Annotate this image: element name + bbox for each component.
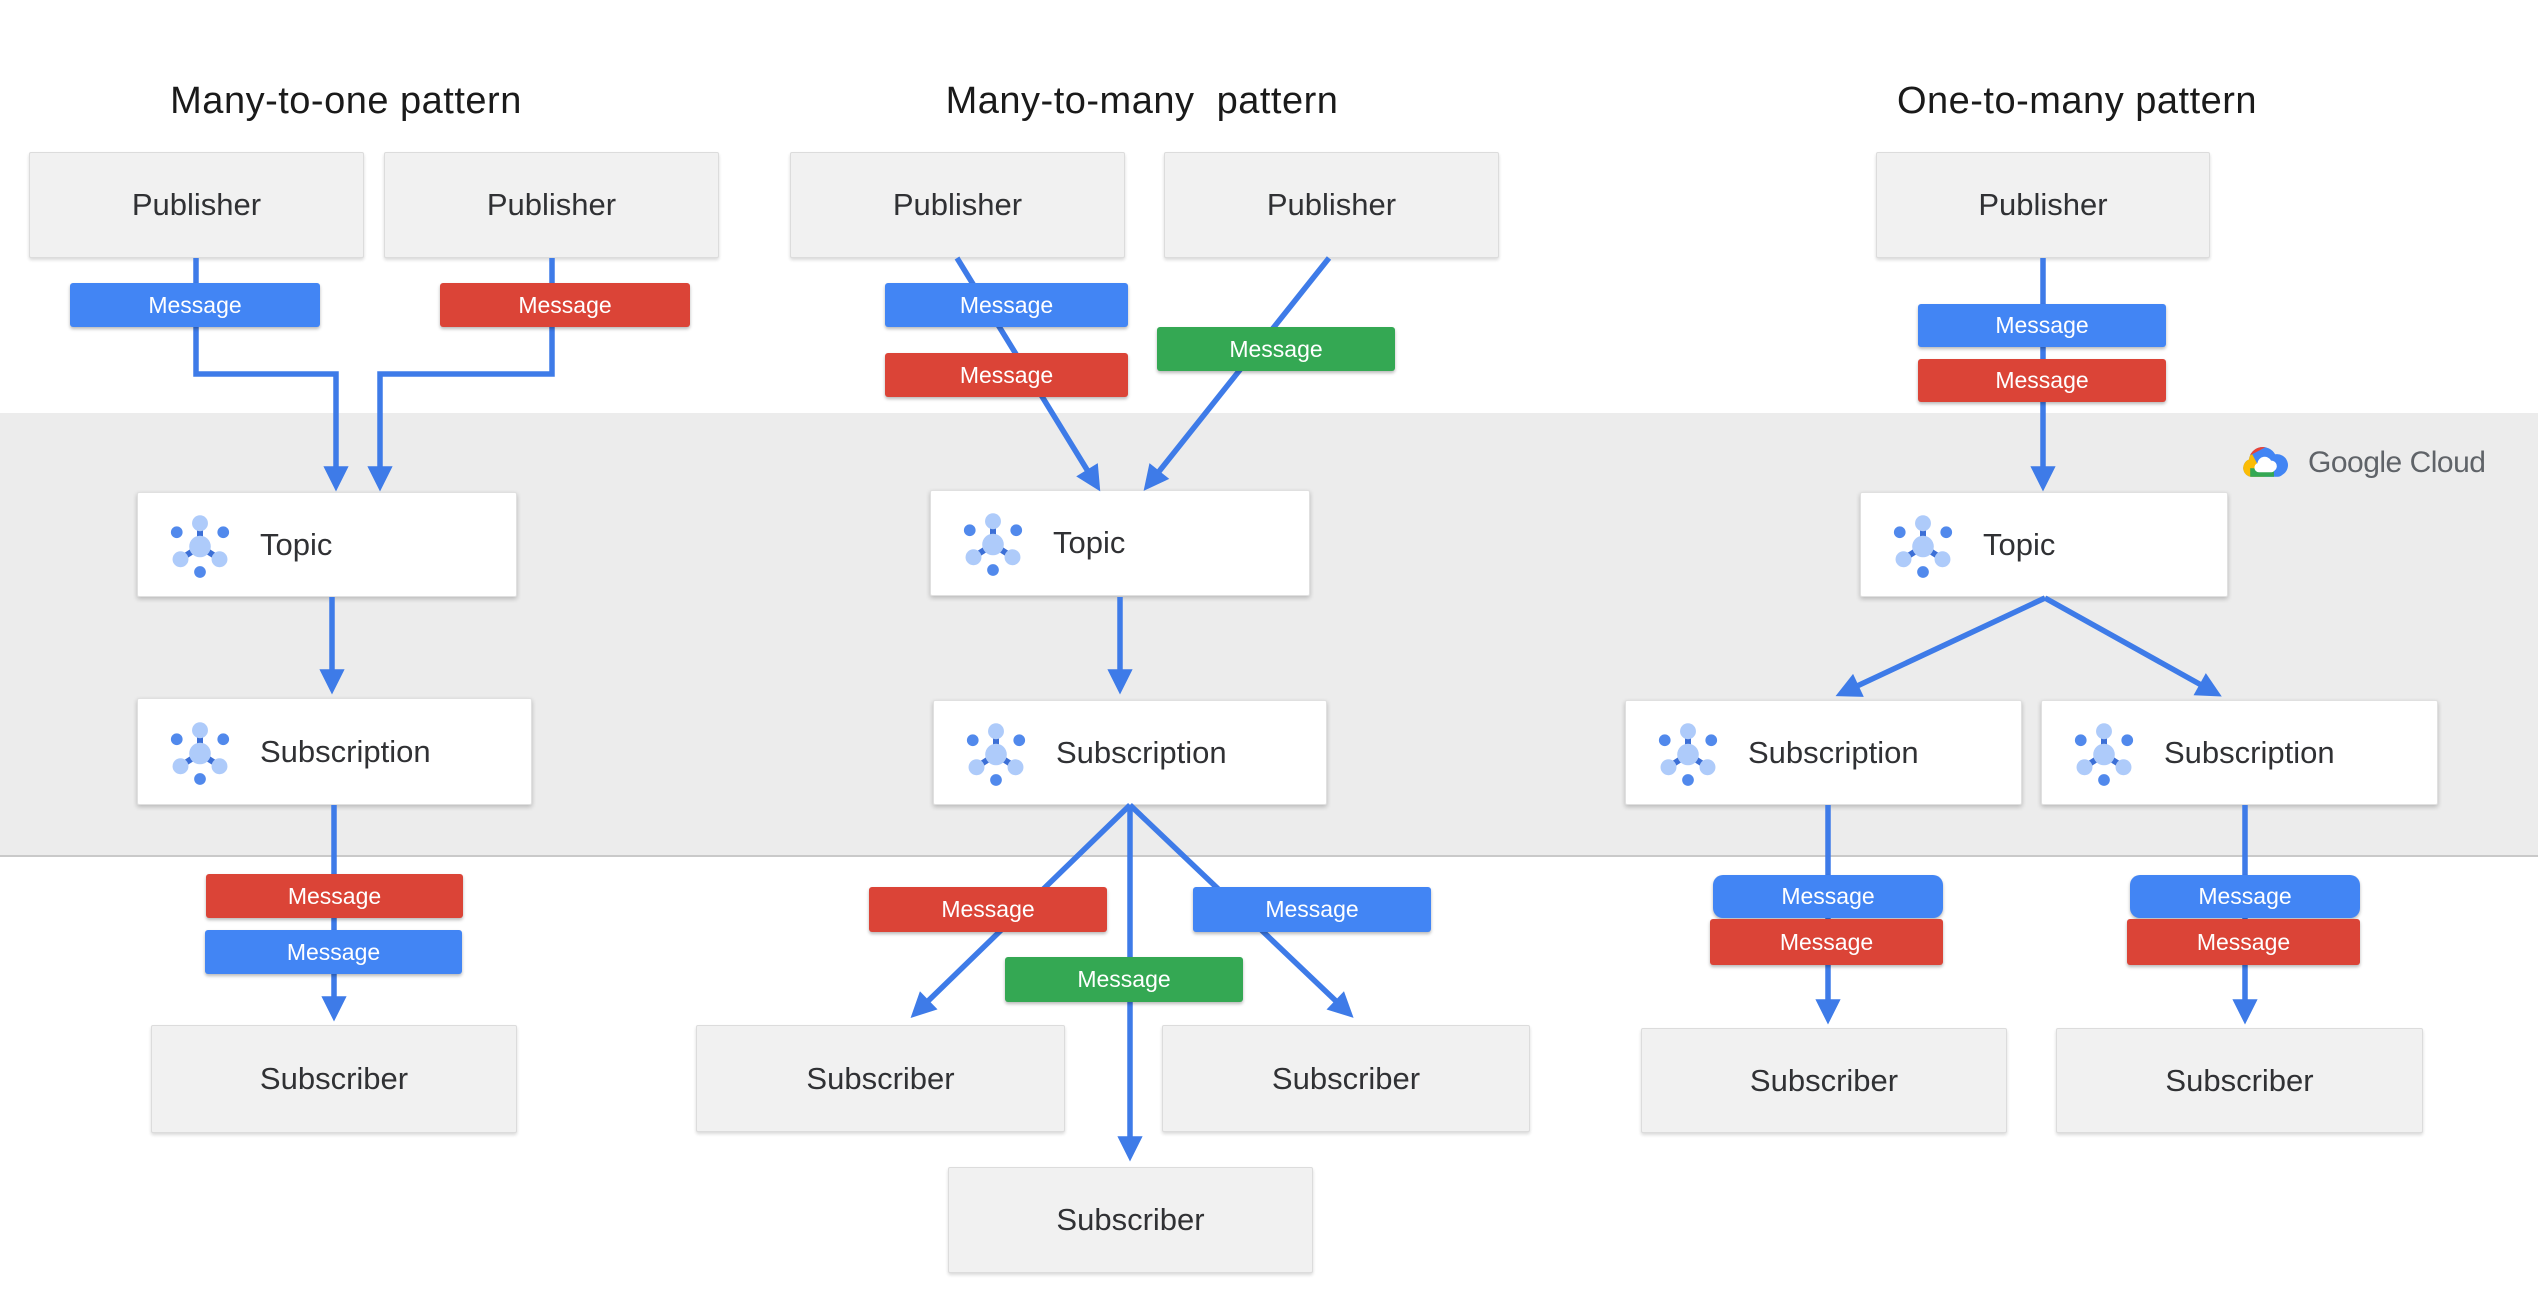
message-badge: Message <box>1918 304 2166 347</box>
subscription-label: Subscription <box>1748 734 1919 770</box>
subscription-label: Subscription <box>1056 734 1227 770</box>
message-badge: Message <box>206 874 463 918</box>
publisher-label: Publisher <box>486 187 617 222</box>
pubsub-topic-icon <box>1887 509 1959 581</box>
message-badge: Message <box>1713 875 1943 918</box>
message-badge: Message <box>440 283 690 327</box>
subscriber-label: Subscriber <box>2165 1062 2314 1098</box>
message-badge: Message <box>869 887 1107 932</box>
topic-node: Topic <box>1860 492 2228 597</box>
subscriber-node: Subscriber <box>2056 1028 2423 1133</box>
publisher-node: Publisher <box>790 152 1125 258</box>
publisher-label: Publisher <box>892 187 1023 222</box>
topic-node: Topic <box>930 490 1310 596</box>
pattern-title-many-to-many: Many-to-many pattern <box>945 80 1339 122</box>
subscription-label: Subscription <box>2164 734 2335 770</box>
pubsub-subscription-icon <box>1652 717 1724 789</box>
pubsub-subscription-icon <box>960 717 1032 789</box>
subscriber-label: Subscriber <box>1056 1202 1205 1237</box>
pubsub-subscription-icon <box>2068 717 2140 789</box>
subscriber-label: Subscriber <box>1271 1060 1421 1096</box>
subscriber-label: Subscriber <box>806 1060 955 1096</box>
publisher-label: Publisher <box>1266 187 1397 222</box>
subscriber-label: Subscriber <box>259 1061 409 1096</box>
google-cloud-cloud-icon <box>2243 446 2288 477</box>
pubsub-subscription-icon <box>164 716 236 788</box>
message-badge: Message <box>205 930 462 974</box>
topic-label: Topic <box>1053 525 1126 560</box>
publisher-node: Publisher <box>1876 152 2210 258</box>
message-badge: Message <box>2127 919 2360 965</box>
topic-label: Topic <box>1983 526 2056 562</box>
message-badge: Message <box>2130 875 2360 918</box>
topic-label: Topic <box>260 526 333 562</box>
publisher-label: Publisher <box>1978 187 2108 222</box>
subscriber-node: Subscriber <box>151 1025 517 1133</box>
subscriber-label: Subscriber <box>1749 1062 1899 1098</box>
google-cloud-logo: Google Cloud <box>2238 440 2486 486</box>
pattern-title-one-to-many: One-to-many pattern <box>1896 80 2258 122</box>
message-badge: Message <box>1005 957 1243 1002</box>
message-badge: Message <box>1193 887 1431 932</box>
subscriber-node: Subscriber <box>948 1167 1313 1273</box>
subscriber-node: Subscriber <box>696 1025 1065 1132</box>
subscriber-node: Subscriber <box>1162 1025 1530 1132</box>
message-badge: Message <box>70 283 320 327</box>
subscriber-node: Subscriber <box>1641 1028 2007 1133</box>
subscription-node: Subscription <box>933 700 1327 805</box>
message-badge: Message <box>1710 919 1943 965</box>
publisher-node: Publisher <box>384 152 719 258</box>
publisher-label: Publisher <box>131 187 262 222</box>
pubsub-topic-icon <box>957 507 1029 579</box>
subscription-node: Subscription <box>1625 700 2022 805</box>
message-badge: Message <box>885 283 1128 327</box>
subscription-node: Subscription <box>2041 700 2438 805</box>
publisher-node: Publisher <box>1164 152 1499 258</box>
subscription-label: Subscription <box>260 733 431 769</box>
pubsub-topic-icon <box>164 509 236 581</box>
message-badge: Message <box>1918 359 2166 402</box>
message-badge: Message <box>1157 327 1395 371</box>
publisher-node: Publisher <box>29 152 364 258</box>
topic-node: Topic <box>137 492 517 597</box>
message-badge: Message <box>885 353 1128 397</box>
google-cloud-wordmark: Google Cloud <box>2308 446 2486 479</box>
pattern-title-many-to-one: Many-to-one pattern <box>170 80 522 122</box>
subscription-node: Subscription <box>137 698 532 805</box>
